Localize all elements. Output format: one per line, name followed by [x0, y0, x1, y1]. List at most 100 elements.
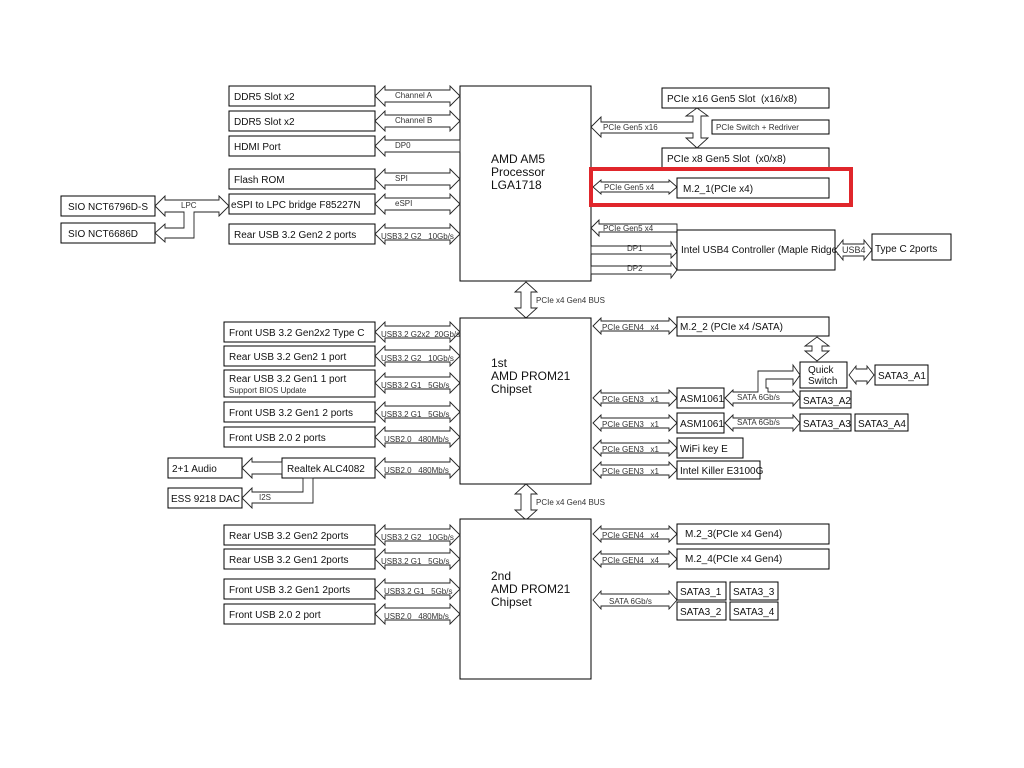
lpc-label: LPC	[181, 201, 197, 210]
wifi-box	[676, 437, 744, 459]
link-label: USB3.2 G2x2 20Gb/s	[381, 330, 460, 339]
chipset1-left-row: Front USB 3.2 Gen1 2 ports USB3.2 G1 5Gb…	[223, 400, 461, 424]
device-label: Front USB 2.0 2 port	[229, 610, 321, 621]
link-label: SPI	[395, 174, 408, 183]
m2-2-label: M.2_2 (PCIe x4 /SATA)	[680, 322, 783, 333]
sata-port-box	[729, 581, 779, 601]
sio-label-2: SIO NCT6686D	[68, 229, 138, 240]
device-label: Realtek ALC4082	[287, 464, 365, 475]
bidirectional-arrow	[374, 523, 461, 547]
bidirectional-arrow	[374, 547, 461, 571]
m2-2-switch-arrow	[803, 336, 831, 362]
bidirectional-arrow	[374, 371, 461, 395]
sata-port-box	[729, 601, 779, 621]
dac-label: ESS 9218 DAC	[171, 494, 240, 505]
chipset1-block	[459, 317, 592, 485]
chipset1-left-row: Rear USB 3.2 Gen2 1 port USB3.2 G2 10Gb/…	[223, 344, 461, 368]
dp1-label: DP1	[627, 244, 643, 253]
asm1-label: ASM1061	[680, 394, 724, 405]
bidirectional-arrow	[374, 400, 461, 424]
dp2-arrow	[590, 260, 678, 280]
type-c-label: Type C 2ports	[875, 244, 937, 255]
bidirectional-arrow	[374, 344, 461, 368]
pcie-switch-box	[711, 119, 830, 135]
chipset1-label-3: Chipset	[491, 382, 532, 396]
bidirectional-arrow	[374, 84, 461, 108]
usb4-bus-label: USB4	[842, 245, 866, 255]
bidirectional-arrow	[374, 109, 461, 133]
cpu-left-row: eSPI to LPC bridge F85227N eSPI	[228, 192, 461, 216]
pcie-x16-arrow	[590, 107, 710, 149]
device-label: DDR5 Slot x2	[234, 117, 295, 128]
cpu-left-row: Rear USB 3.2 Gen2 2 ports USB3.2 G2 10Gb…	[228, 222, 461, 246]
device-box	[223, 369, 376, 398]
sata-a1-arrow	[848, 364, 875, 386]
cpu-label-1: AMD AM5	[491, 152, 545, 166]
chipset2-block	[459, 518, 592, 680]
dp1-arrow	[590, 240, 678, 260]
cpu-left-row: HDMI Port DP0	[228, 134, 461, 158]
quick-switch-label-2: Switch	[808, 376, 837, 387]
device-label: Rear USB 3.2 Gen2 2ports	[229, 531, 349, 542]
bidirectional-arrow	[374, 425, 461, 449]
link-label: USB3.2 G1 5Gb/s	[381, 410, 449, 419]
m2-3-label: M.2_3(PCIe x4 Gen4)	[685, 529, 782, 540]
chipset1-left-row: Front USB 2.0 2 ports USB2.0 480Mb/s	[223, 425, 461, 449]
wifi-link-label: PCIe GEN3 x1	[602, 445, 659, 454]
asm2-link-label: PCIe GEN3 x1	[602, 420, 659, 429]
device-label: Rear USB 3.2 Gen1 2ports	[229, 555, 349, 566]
left-arrow	[374, 134, 461, 158]
sata-a3-box	[799, 413, 852, 432]
device-label: DDR5 Slot x2	[234, 92, 295, 103]
dp2-label: DP2	[627, 264, 643, 273]
link-label: USB3.2 G1 5Gb/s	[384, 587, 452, 596]
device-label: eSPI to LPC bridge F85227N	[231, 200, 361, 211]
sata-a1-label: SATA3_A1	[878, 371, 926, 382]
usb4-pcie-link-label: PCIe Gen5 x4	[603, 224, 654, 233]
sata-a2-label: SATA3_A2	[803, 396, 851, 407]
m2-4-box	[676, 548, 830, 570]
device-label: Rear USB 3.2 Gen1 1 port	[229, 374, 347, 385]
cpu-left-row: Flash ROM SPI	[228, 167, 461, 191]
m2-3-link-label: PCIe GEN4 x4	[602, 531, 659, 540]
m2-1-link-label: PCIe Gen5 x4	[604, 183, 655, 192]
lan-link-label: PCIe GEN3 x1	[602, 467, 659, 476]
link-label: DP0	[395, 141, 411, 150]
sata-port-label: SATA3_1	[680, 587, 722, 598]
bus1-label: PCIe x4 Gen4 BUS	[536, 296, 605, 305]
lan-box	[676, 460, 761, 480]
link-label: USB2.0 480Mb/s	[384, 466, 449, 475]
bidirectional-arrow	[374, 320, 461, 344]
chipset1-left-row: Front USB 3.2 Gen2x2 Type C USB3.2 G2x2 …	[223, 320, 461, 344]
link-label: USB2.0 480Mb/s	[384, 612, 449, 621]
i2s-label: I2S	[259, 493, 271, 502]
chipset1-label-1: 1st	[491, 356, 508, 370]
asm2-box	[676, 412, 725, 434]
bidirectional-arrow	[374, 577, 461, 601]
sata-port-label: SATA3_2	[680, 607, 722, 618]
m2-1-label: M.2_1(PCIe x4)	[683, 184, 753, 195]
device-label: Rear USB 3.2 Gen2 1 port	[229, 352, 347, 363]
chipset2-left-row: Rear USB 3.2 Gen1 2ports USB3.2 G1 5Gb/s	[223, 547, 461, 571]
sata-port-box	[676, 601, 727, 621]
link-label: USB3.2 G1 5Gb/s	[381, 381, 449, 390]
sata-port-label: SATA3_3	[733, 587, 775, 598]
cpu-block	[459, 85, 592, 282]
asm1-sata-label: SATA 6Gb/s	[737, 393, 780, 402]
device-label: Flash ROM	[234, 175, 285, 186]
asm2-sata-label: SATA 6Gb/s	[737, 418, 780, 427]
bidirectional-arrow	[374, 222, 461, 246]
link-label: USB3.2 G2 10Gb/s	[381, 533, 454, 542]
cpu-label-2: Processor	[491, 165, 545, 179]
device-label: Rear USB 3.2 Gen2 2 ports	[234, 230, 356, 241]
usb4-controller-label: Intel USB4 Controller (Maple Ridge)	[681, 245, 841, 256]
device-label: Front USB 3.2 Gen1 2 ports	[229, 408, 353, 419]
bidirectional-arrow	[374, 167, 461, 191]
quick-switch-label-1: Quick	[808, 365, 835, 376]
pcie-x8-slot-label: PCIe x8 Gen5 Slot (x0/x8)	[667, 154, 786, 165]
chipset2-left-row: Front USB 3.2 Gen1 2ports USB3.2 G1 5Gb/…	[223, 577, 461, 601]
usb4-pcie-arrow	[590, 218, 678, 238]
usb4-controller-box	[676, 229, 836, 271]
sata-port-label: SATA3_4	[733, 607, 775, 618]
